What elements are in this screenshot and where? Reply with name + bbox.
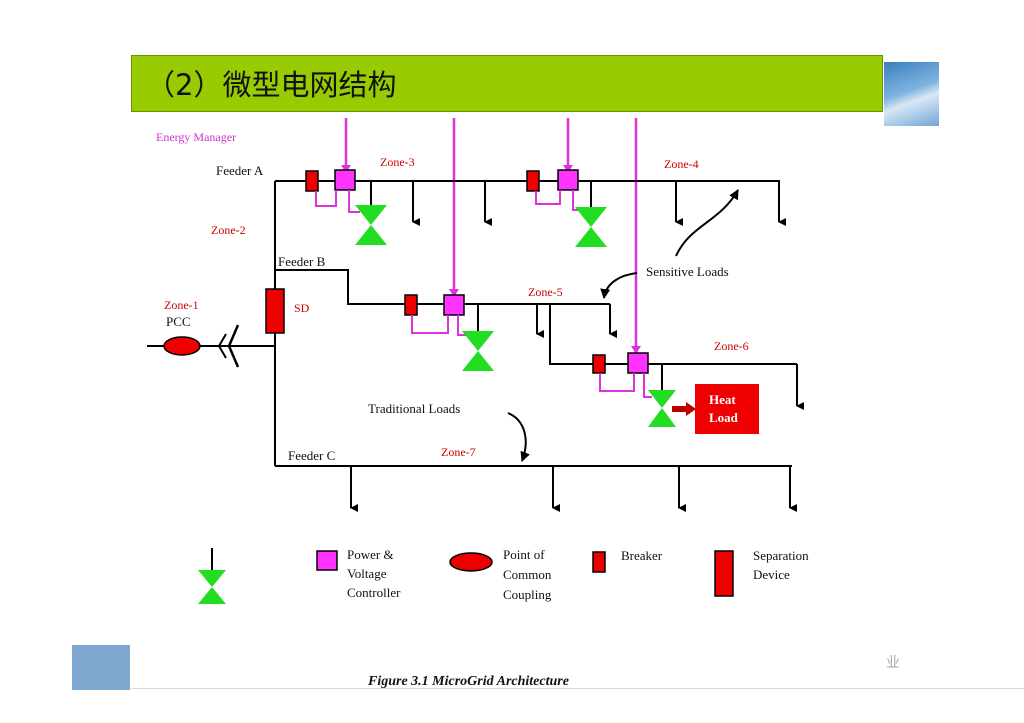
legend-separation-line1: Separation [753,548,809,563]
power-voltage-controller [557,169,579,191]
legend-breaker-icon [592,551,606,573]
feeder-b-label: Feeder B [278,254,326,269]
legend-pcc-icon [449,552,493,572]
logo-mark: 业 [886,656,900,671]
zone-2-label: Zone-2 [211,223,246,237]
zone-5-label: Zone-5 [528,285,563,299]
power-voltage-controller [627,352,649,374]
power-voltage-controller [334,169,356,191]
legend-pvc-line1: Power & [347,547,394,562]
zone-1-label: Zone-1 [164,298,199,312]
feeder-c-label: Feeder C [288,448,335,463]
zone-4-label: Zone-4 [664,157,699,171]
pcc-label: PCC [166,314,191,329]
sd-label: SD [294,301,310,315]
breaker [526,170,540,192]
traditional-loads-label: Traditional Loads [368,401,460,416]
breaker [404,294,418,316]
heat-load-line2: Load [709,410,739,425]
zone4-unit [526,169,607,247]
separation-device-sd [265,288,285,334]
legend-controller-icon [316,550,338,571]
annotation-arrows [507,189,739,462]
zone5-unit [404,294,494,371]
zone3-unit [305,169,387,245]
corner-decoration [72,645,130,690]
legend-pcc-line2: Common [503,567,552,582]
sky-decoration-image [884,62,939,126]
breaker [305,170,319,192]
slide-title: （2）微型电网结构 [146,68,397,102]
title-bar: （2）微型电网结构 [131,55,883,112]
legend: Power & Voltage Controller Point of Comm… [198,547,809,604]
manager-signal-lines [344,118,638,352]
zone6-unit: Heat Load [592,352,759,434]
legend-pvc-line3: Controller [347,585,401,600]
power-voltage-controller [443,294,465,316]
figure-caption: Figure 3.1 MicroGrid Architecture [367,674,569,689]
breaker [592,354,606,374]
legend-pvc-line2: Voltage [347,566,387,581]
footer-divider [131,688,1024,689]
zone-6-label: Zone-6 [714,339,749,353]
sensitive-loads-label: Sensitive Loads [646,264,729,279]
load-arrows [350,181,804,512]
legend-pcc-line3: Coupling [503,587,552,602]
source-symbol [198,570,226,587]
heat-load-line1: Heat [709,392,736,407]
feeder-a-label: Feeder A [216,163,264,178]
zone-7-label: Zone-7 [441,445,476,459]
legend-pcc-line1: Point of [503,547,545,562]
legend-separation-icon [714,550,734,597]
legend-separation-line2: Device [753,567,790,582]
heat-load-box [695,384,759,434]
pcc-switch [227,324,240,368]
energy-manager-label: Energy Manager [156,130,236,144]
zone-3-label: Zone-3 [380,155,415,169]
legend-breaker-label: Breaker [621,548,663,563]
pcc-device [163,336,201,356]
